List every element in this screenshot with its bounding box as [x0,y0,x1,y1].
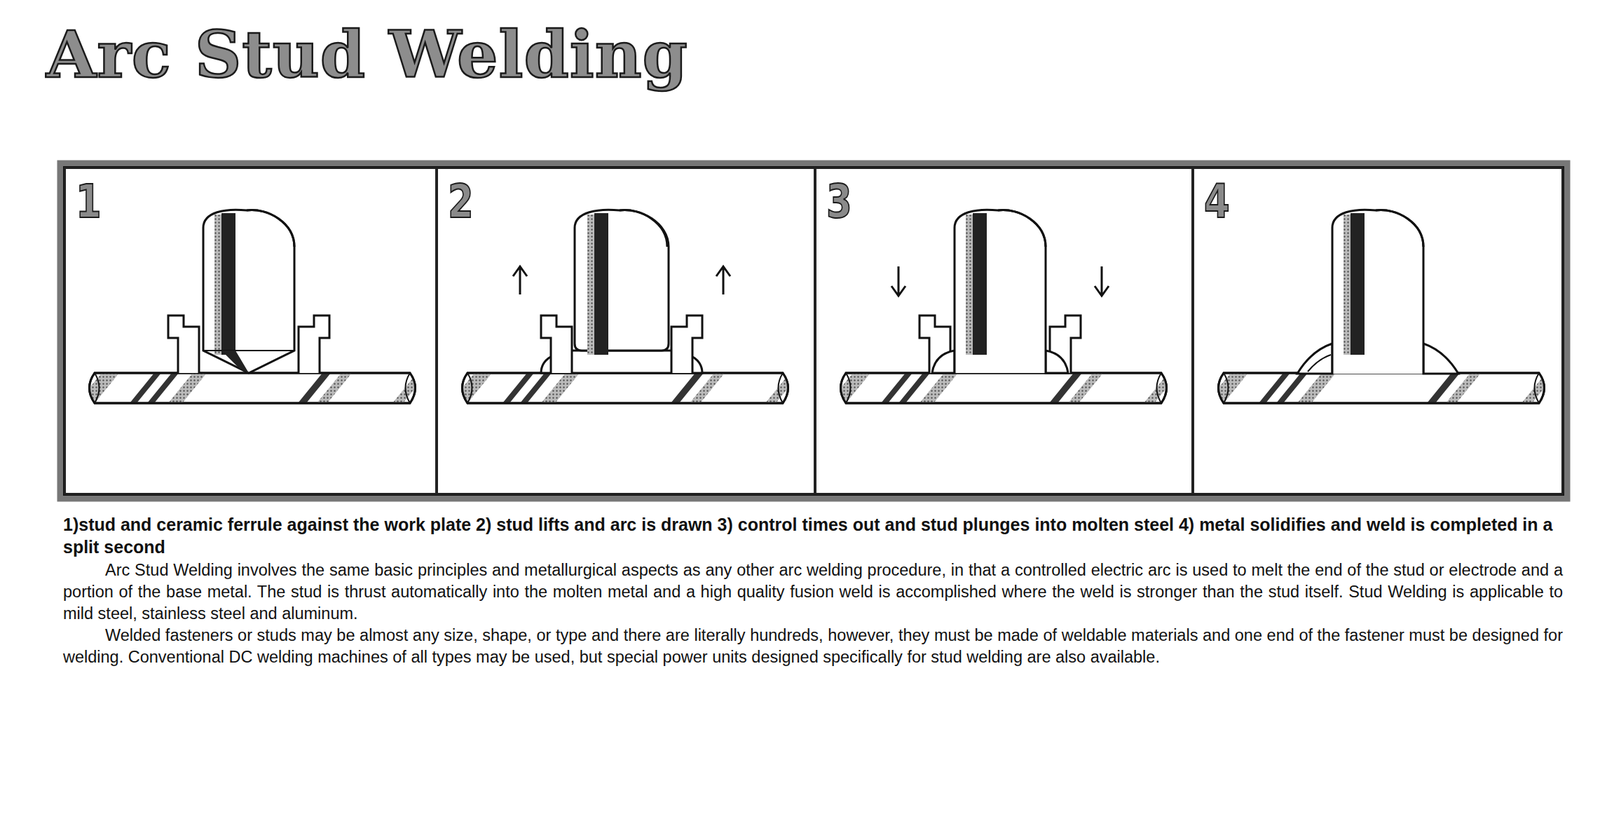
body-paragraph: Arc Stud Welding involves the same basic… [63,559,1563,625]
step-panel: 4 [1192,166,1564,495]
caption: 1)stud and ceramic ferrule against the w… [63,513,1563,558]
step-number: 2 [447,178,474,225]
body-paragraph: Welded fasteners or studs may be almost … [63,624,1563,668]
step-number: 3 [826,178,853,225]
step-number: 4 [1204,178,1230,225]
title: Arc Stud Welding [46,19,689,91]
step-panel: 2 [435,166,816,495]
step-panel: 3 [814,166,1194,495]
step-number: 1 [75,178,102,225]
step-panel: 1 [63,166,438,495]
